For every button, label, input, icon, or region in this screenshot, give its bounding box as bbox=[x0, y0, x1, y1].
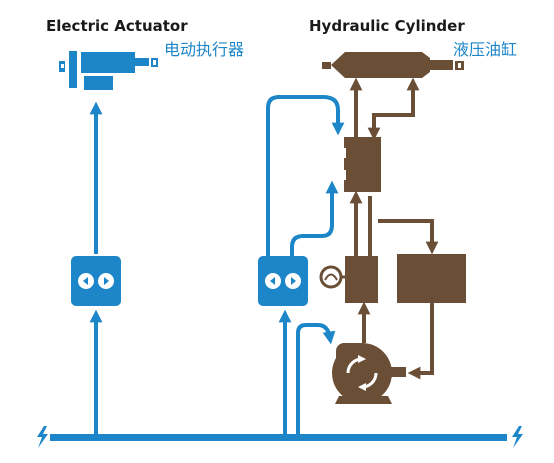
hydraulic-cylinder-title: Hydraulic Cylinder bbox=[309, 17, 465, 35]
drive-controller-icon bbox=[258, 256, 308, 306]
reservoir-return-line bbox=[407, 303, 434, 380]
electric-actuator-title-cn: 电动执行器 bbox=[164, 40, 244, 59]
electric-motor-icon bbox=[332, 343, 406, 404]
lightning-bolt-icon bbox=[37, 426, 48, 448]
drive-controller-icon bbox=[71, 256, 121, 306]
cylinder-return-line bbox=[367, 77, 420, 141]
reservoir-tank-icon bbox=[397, 254, 466, 303]
pressure-gauge-icon bbox=[319, 265, 345, 289]
drive-to-valve-line bbox=[290, 180, 339, 256]
drive-to-valve-line bbox=[266, 95, 345, 256]
hydraulic-cylinder-title-cn: 液压油缸 bbox=[453, 40, 517, 59]
power-to-motor-line bbox=[296, 323, 336, 434]
electric-actuator-icon bbox=[59, 51, 158, 90]
pump-icon bbox=[345, 256, 378, 303]
valve-to-reservoir-line bbox=[378, 219, 439, 255]
hydraulic-cylinder-icon bbox=[322, 52, 464, 78]
electric-actuator-title: Electric Actuator bbox=[46, 17, 188, 35]
power-bus bbox=[50, 434, 507, 441]
lightning-bolt-icon bbox=[512, 426, 523, 448]
control-valve-icon bbox=[334, 137, 381, 192]
